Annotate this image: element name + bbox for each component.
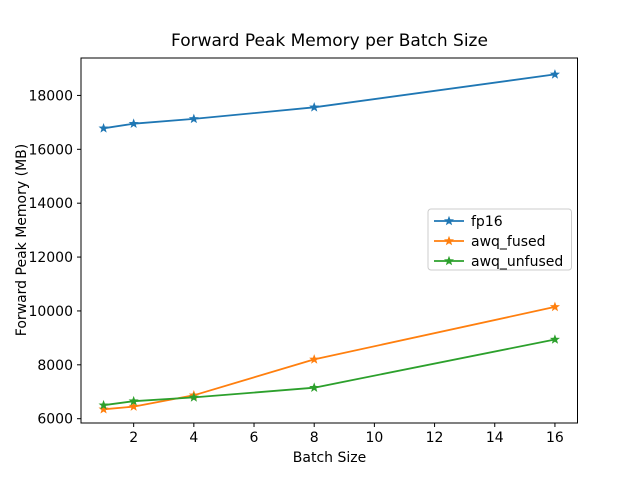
series-marker-fp16 [549,69,560,79]
series-marker-fp16 [128,118,139,129]
series-marker-awq_unfused [309,382,320,392]
legend-label-fp16: fp16 [471,214,503,230]
y-tick-label: 12000 [28,250,73,266]
series-marker-fp16 [98,123,109,133]
series-marker-awq_unfused [128,395,139,406]
x-tick-label: 6 [250,430,259,446]
legend-marker-awq_unfused [443,255,455,266]
series-line-awq_unfused [102,338,556,407]
x-axis-label: Batch Size [292,450,367,466]
y-tick-label: 8000 [37,358,73,374]
series-marker-awq_unfused [188,392,199,402]
series-marker-awq_fused [128,401,139,411]
series-line-awq_fused [102,305,556,411]
y-tick-label: 6000 [37,412,73,428]
x-tick-label: 12 [426,430,444,446]
x-tick-label: 8 [310,430,319,446]
y-tick-label: 16000 [28,142,73,158]
legend-box [427,208,572,271]
x-tick-label: 16 [546,430,564,446]
series-marker-awq_fused [98,403,109,414]
legend-marker-awq_fused [443,235,455,246]
series-marker-awq_unfused [98,399,109,410]
series-marker-fp16 [309,102,320,112]
axes-spines [80,57,578,424]
series-marker-awq_unfused [549,334,560,344]
y-tick-label: 18000 [28,88,73,104]
x-tick-label: 4 [189,430,198,446]
chart-title: Forward Peak Memory per Batch Size [171,31,488,51]
series-line-fp16 [102,73,556,130]
x-tick-label: 2 [129,430,138,446]
x-tick-label: 14 [486,430,504,446]
y-tick-label: 14000 [28,196,73,212]
legend-marker-fp16 [443,215,455,226]
series-marker-awq_fused [549,301,560,312]
legend-label-awq_fused: awq_fused [471,234,546,250]
y-tick-label: 10000 [28,304,73,320]
x-tick-label: 10 [365,430,383,446]
legend-label-awq_unfused: awq_unfused [471,254,563,270]
series-marker-fp16 [188,113,199,124]
series-marker-awq_fused [309,354,320,364]
